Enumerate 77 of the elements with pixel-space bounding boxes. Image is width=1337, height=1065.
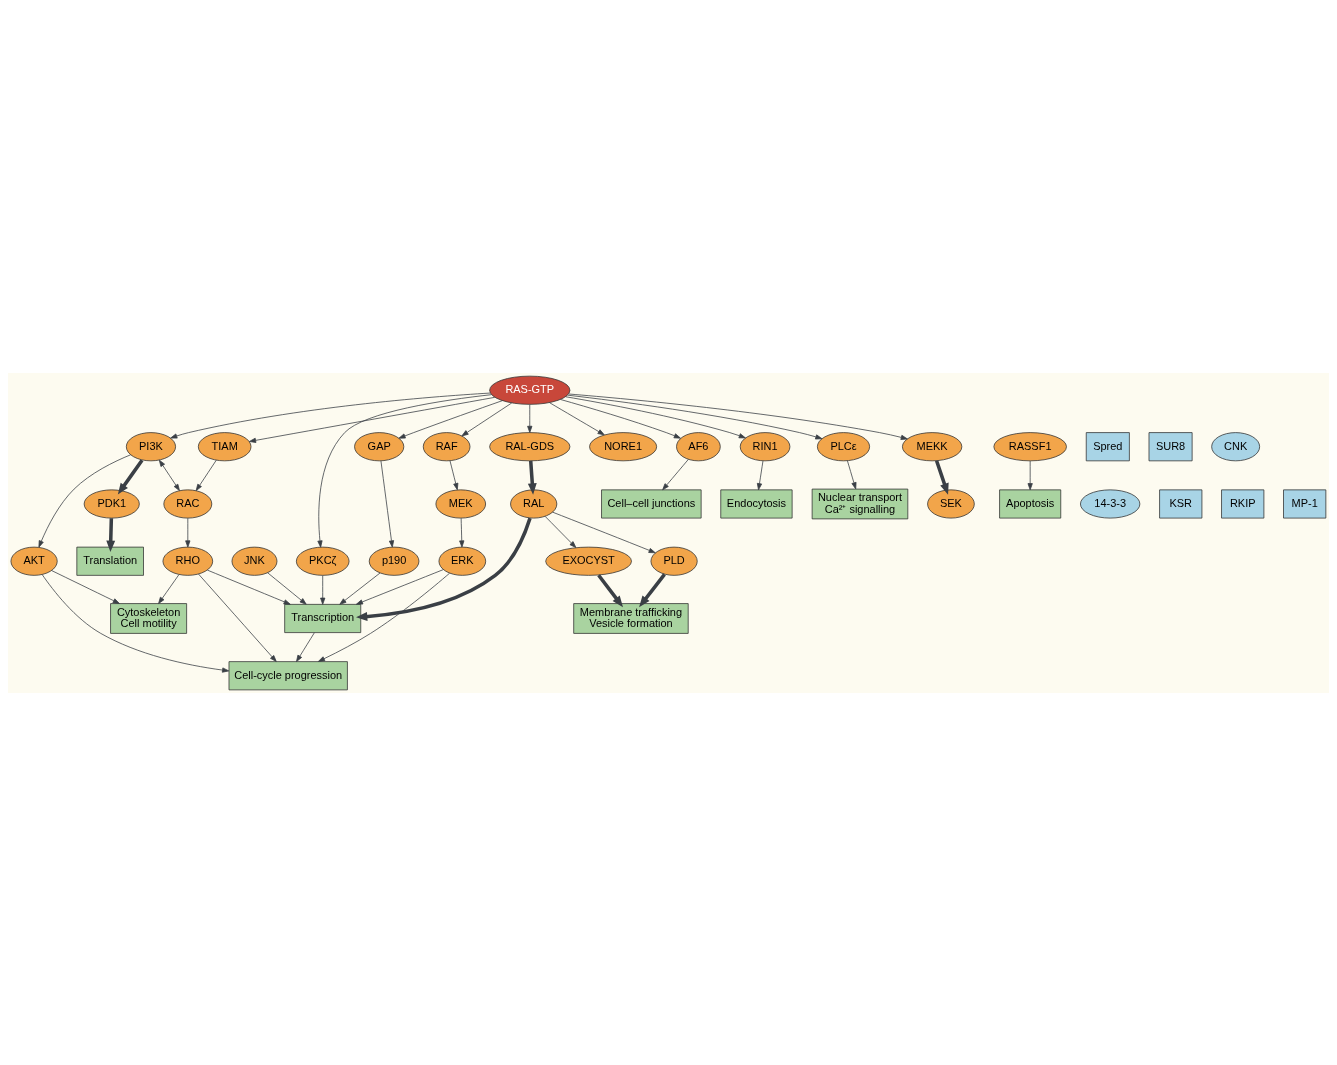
- node-ellipse: TIAM: [197, 431, 252, 461]
- arrow: [317, 393, 492, 548]
- node-box: Membrane trafficking Vesicle formation: [573, 602, 689, 634]
- arrow: [355, 568, 444, 605]
- node-box: Apoptosis: [999, 488, 1062, 518]
- node-ellipse: AF6: [676, 431, 721, 461]
- arrow: [527, 403, 533, 433]
- node-ellipse: JNK: [231, 546, 278, 576]
- arrow: [398, 399, 503, 439]
- arrow: [117, 458, 144, 495]
- arrow: [544, 515, 577, 548]
- node-box: Translation: [76, 546, 144, 576]
- arrow: [158, 459, 180, 491]
- arrow: [934, 459, 949, 495]
- arrow: [356, 517, 532, 621]
- arrow: [639, 572, 666, 607]
- arrow: [158, 573, 180, 604]
- node-box: RKIP: [1221, 488, 1265, 518]
- node-ellipse: SEK: [927, 488, 975, 518]
- node-box: Cell–cell junctions: [601, 488, 702, 518]
- arrow: [51, 569, 120, 604]
- node-ellipse: RAS-GTP: [489, 375, 571, 405]
- node-ellipse: RAL: [510, 488, 558, 518]
- arrow: [527, 460, 537, 495]
- arrow: [449, 459, 459, 490]
- arrow: [339, 572, 381, 605]
- node-box: MP-1: [1283, 488, 1327, 518]
- arrow: [317, 572, 450, 662]
- arrow: [549, 401, 605, 435]
- node-box: Nuclear transport Ca²⁺ signalling: [811, 488, 909, 519]
- arrow: [756, 460, 764, 490]
- arrow: [41, 573, 230, 673]
- node-ellipse: PKCζ: [295, 546, 350, 576]
- node-ellipse: ERK: [438, 546, 487, 576]
- node-box: Transcription: [284, 603, 362, 633]
- node-ellipse: MEK: [435, 488, 486, 518]
- node-ellipse: p190: [368, 546, 420, 576]
- node-ellipse: EXOCYST: [545, 546, 632, 576]
- node-ellipse: RAC: [163, 488, 213, 518]
- node-ellipse: RASSF1: [993, 431, 1067, 461]
- arrow: [568, 393, 908, 440]
- arrow: [567, 394, 823, 439]
- arrow: [170, 392, 491, 438]
- arrow: [320, 574, 326, 605]
- node-box: SUR8: [1148, 431, 1193, 461]
- arrow: [198, 573, 277, 662]
- node-box: KSR: [1159, 488, 1203, 518]
- node-ellipse: AKT: [10, 546, 58, 576]
- node-ellipse: RAL-GDS: [489, 431, 571, 461]
- arrow: [597, 573, 624, 607]
- node-ellipse: RHO: [162, 546, 214, 576]
- arrow: [380, 460, 395, 547]
- arrow: [38, 453, 132, 548]
- arrow: [662, 458, 689, 490]
- arrow: [560, 398, 681, 439]
- arrow: [459, 517, 465, 547]
- arrow: [1027, 460, 1033, 490]
- arrow: [207, 569, 291, 605]
- node-ellipse: PDK1: [83, 488, 140, 518]
- node-ellipse: PLCε: [817, 431, 870, 461]
- node-box: Cell-cycle progression: [228, 660, 348, 690]
- node-ellipse: 14-3-3: [1080, 488, 1141, 518]
- node-ellipse: CNK: [1211, 431, 1261, 461]
- arrow: [552, 511, 656, 553]
- arrow: [565, 395, 746, 438]
- arrow: [195, 459, 217, 491]
- arrow: [847, 459, 857, 489]
- arrow: [267, 571, 307, 605]
- arrow: [106, 517, 116, 552]
- arrow: [249, 396, 496, 443]
- node-box: Spred: [1085, 431, 1130, 461]
- arrow: [296, 631, 315, 662]
- node-box: Endocytosis: [720, 488, 793, 518]
- arrow: [185, 517, 191, 547]
- node-box: Cytoskeleton Cell motility: [110, 602, 188, 634]
- arrow: [461, 402, 513, 436]
- node-ellipse: NORE1: [589, 431, 658, 461]
